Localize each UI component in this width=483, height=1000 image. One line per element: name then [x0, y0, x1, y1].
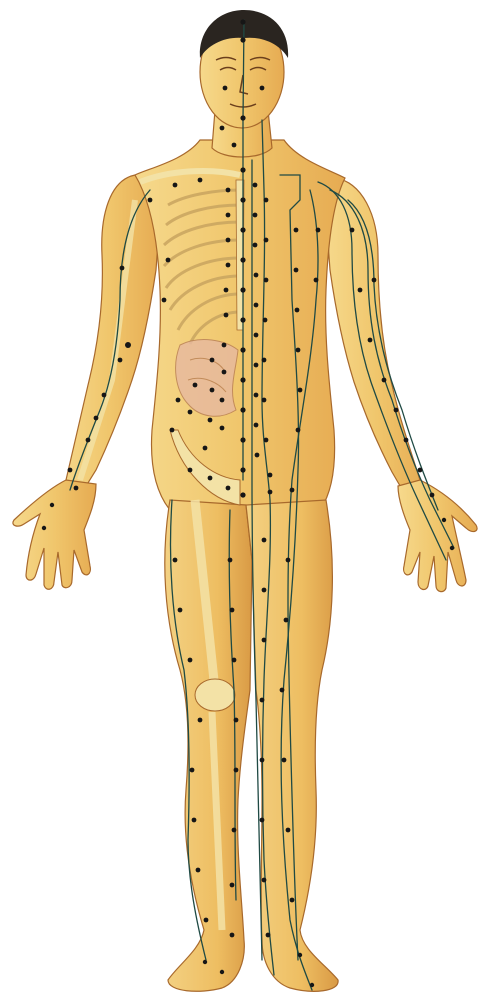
right-hand — [398, 480, 477, 592]
left-knee — [195, 679, 235, 711]
left-leg — [165, 500, 252, 991]
body-silhouette — [13, 16, 477, 991]
right-leg — [246, 500, 338, 991]
left-hand — [13, 480, 96, 589]
left-arm — [58, 175, 160, 512]
